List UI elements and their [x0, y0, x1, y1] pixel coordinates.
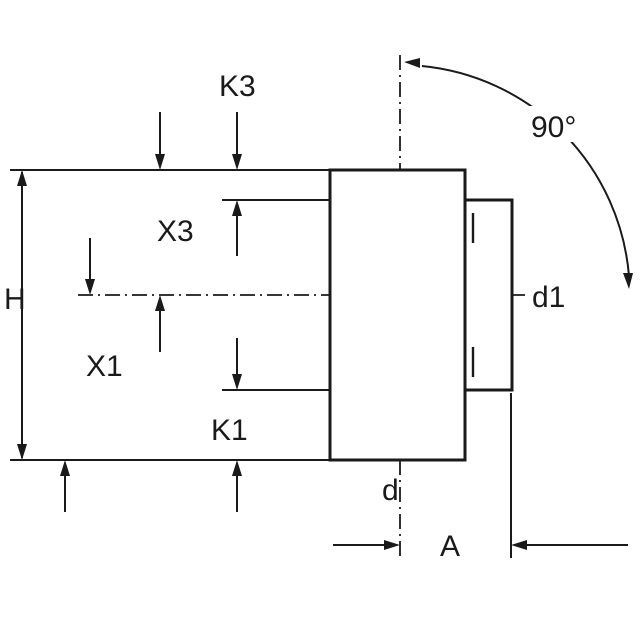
angle-label-background	[526, 106, 586, 142]
label-angle: 90°	[531, 111, 576, 144]
dimension-d1: d1	[532, 281, 565, 314]
label-h: H	[4, 283, 26, 316]
a-arrow-left-icon	[511, 540, 527, 550]
x3-arrow-up-icon	[155, 295, 165, 311]
dimension-a: A	[333, 530, 628, 563]
dimension-k3: K3	[219, 70, 256, 256]
x3-arrow-down-icon	[155, 154, 165, 170]
label-d: d	[382, 474, 399, 507]
h-arrow-up-icon	[17, 170, 27, 186]
angle-dimension: 90°	[404, 58, 633, 289]
x1-arrow-up-icon	[60, 460, 70, 476]
label-a: A	[440, 530, 460, 563]
dimension-k1: K1	[211, 338, 248, 512]
k1-arrow-up-icon	[232, 460, 242, 476]
label-x3: X3	[157, 215, 194, 248]
h-arrow-down-icon	[17, 444, 27, 460]
angle-arrow-start-icon	[404, 58, 420, 68]
fitting-body	[328, 168, 514, 462]
angle-arrow-end-icon	[623, 273, 633, 289]
label-k1: K1	[211, 414, 248, 447]
dimension-d: d	[382, 474, 399, 507]
k3-arrow-up-icon	[232, 200, 242, 216]
k1-arrow-down-icon	[232, 374, 242, 390]
k3-arrow-down-icon	[232, 154, 242, 170]
dimension-h: H	[4, 170, 27, 460]
dimension-x3: X3	[155, 112, 194, 352]
label-d1: d1	[532, 281, 565, 314]
dimension-x1: X1	[60, 238, 123, 512]
a-arrow-right-icon	[384, 540, 400, 550]
body-outline	[328, 168, 467, 462]
reference-lines	[10, 169, 512, 558]
x1-arrow-down-icon	[85, 279, 95, 295]
label-k3: K3	[219, 70, 256, 103]
label-x1: X1	[86, 350, 123, 383]
